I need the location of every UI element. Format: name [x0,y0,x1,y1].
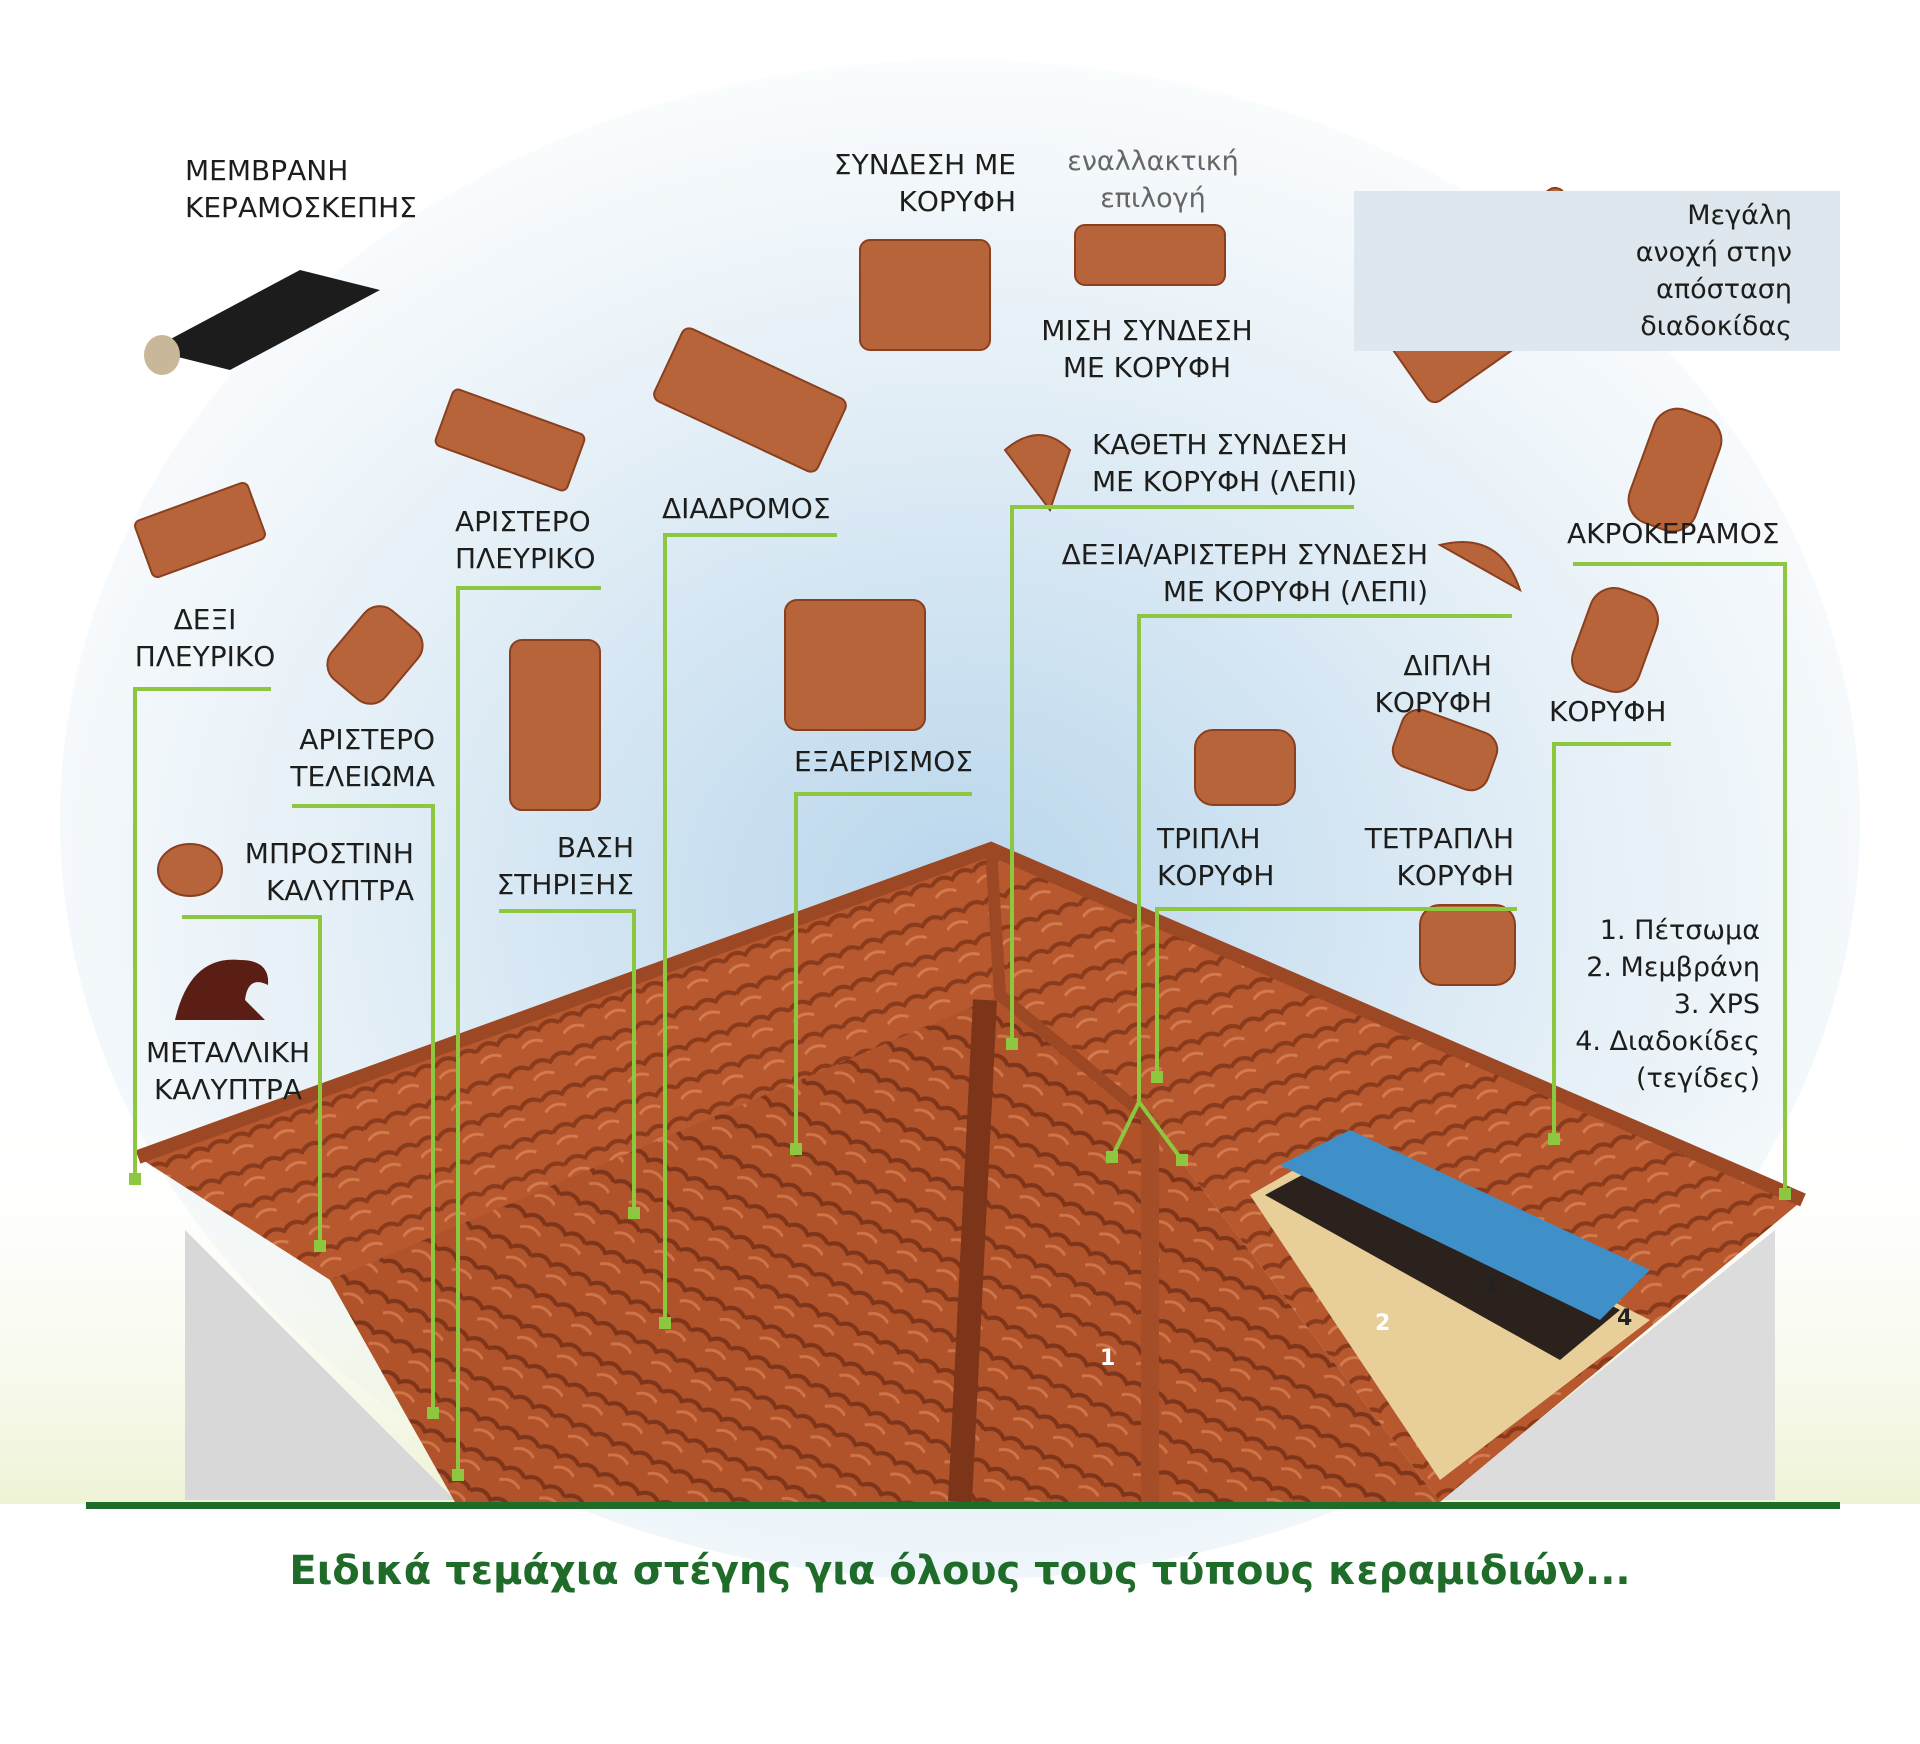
ridge-end-tile-icon [1627,407,1723,533]
layer-number-3: 3 [1482,1274,1498,1299]
caption: Ειδικά τεμάχια στέγης για όλους τους τύπ… [289,1548,1631,1594]
membrane-roll-icon [144,270,380,375]
triple-ridge-tile-icon [1194,729,1296,806]
roof-back-left [138,849,1000,1502]
layer-number-4: 4 [1617,1306,1633,1331]
double-ridge-tile-icon [1391,708,1499,792]
layer-number-1: 1 [1100,1346,1116,1371]
ridge-tile-icon [1571,587,1659,693]
ridge-connection-tile-icon [859,239,991,351]
left-wall [185,1230,455,1500]
left-side-tile-icon [434,388,586,492]
right-left-ridge-connection-icon [1437,541,1522,593]
front-cover-icon [157,843,223,897]
vertical-ridge-connection-icon [1003,434,1072,513]
half-ridge-connection-tile-icon [1074,224,1226,286]
label-ridge: ΚΟΡΥΦΗ [1549,695,1667,728]
left-finish-tile-icon [326,605,424,705]
right-wall [1440,1230,1775,1500]
support-base-tile-icon [509,639,601,811]
ventilation-tile-icon [784,599,926,731]
right-side-tile-icon [134,481,266,579]
label-walkway: ΔΙΑΔΡΟΜΟΣ [662,492,831,525]
layer-number-2: 2 [1375,1311,1391,1336]
leader-lines [133,505,1787,1475]
layers-legend: 1. Πέτσωμα 2. Μεμβράνη 3. XPS 4. Διαδοκί… [1575,915,1760,1094]
label-ventilation: ΕΞΑΕΡΙΣΜΟΣ [794,745,973,778]
roof-front [330,995,1440,1502]
walkway-tile-icon [653,327,847,473]
divider [86,1502,1840,1509]
label-ridge-end: ΑΚΡΟΚΕΡΑΜΟΣ [1567,517,1780,550]
quadruple-ridge-tile-icon [1419,904,1516,986]
metal-cover-icon [175,959,269,1020]
